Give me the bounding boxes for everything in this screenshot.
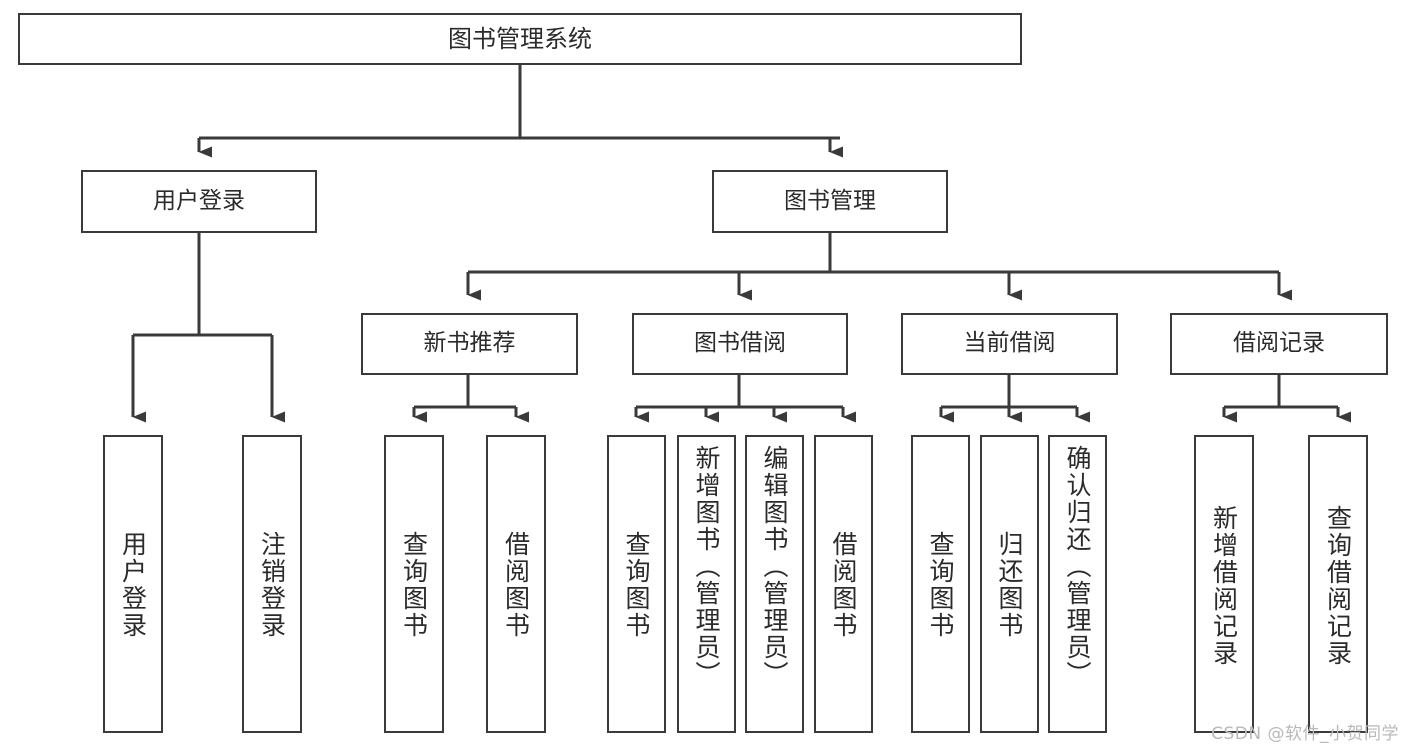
node-leaf-add-record-label: 新增借阅记录 [1209, 505, 1239, 667]
node-leaf-borrow-book-1-label: 借阅图书 [501, 531, 531, 639]
node-book-borrow-label: 图书借阅 [694, 330, 786, 357]
node-user-login-label: 用户登录 [153, 187, 245, 214]
node-leaf-add-book-label: 新增图书（管理员） [692, 445, 721, 688]
node-leaf-add-record[interactable]: 新增借阅记录 [1194, 435, 1254, 733]
node-leaf-query-record-label: 查询借阅记录 [1323, 505, 1353, 667]
node-leaf-user-login-label: 用户登录 [118, 531, 148, 639]
node-new-book-recommend-label: 新书推荐 [423, 330, 516, 357]
node-leaf-logout-login[interactable]: 注销登录 [242, 435, 302, 733]
csdn-watermark: CSDN @软件_小贺同学 [1211, 724, 1399, 744]
node-leaf-query-book-1[interactable]: 查询图书 [384, 435, 444, 733]
node-book-borrow[interactable]: 图书借阅 [632, 313, 848, 375]
node-book-manage-label: 图书管理 [784, 187, 876, 214]
node-leaf-borrow-book-2-label: 借阅图书 [829, 531, 858, 639]
node-new-book-recommend[interactable]: 新书推荐 [361, 313, 578, 375]
node-root-label: 图书管理系统 [448, 24, 592, 53]
node-leaf-edit-book[interactable]: 编辑图书（管理员） [745, 435, 804, 733]
node-borrow-record[interactable]: 借阅记录 [1170, 313, 1388, 375]
node-leaf-logout-login-label: 注销登录 [257, 531, 287, 639]
node-leaf-user-login[interactable]: 用户登录 [103, 435, 163, 733]
node-leaf-query-book-3-label: 查询图书 [926, 531, 955, 639]
node-leaf-confirm-return-label: 确认归还（管理员） [1063, 445, 1092, 688]
node-leaf-query-book-3[interactable]: 查询图书 [911, 435, 970, 733]
node-leaf-return-book-label: 归还图书 [995, 531, 1024, 639]
node-current-borrow[interactable]: 当前借阅 [901, 313, 1118, 375]
node-borrow-record-label: 借阅记录 [1233, 330, 1325, 357]
node-leaf-query-book-2[interactable]: 查询图书 [607, 435, 666, 733]
node-user-login[interactable]: 用户登录 [81, 170, 317, 233]
node-leaf-confirm-return[interactable]: 确认归还（管理员） [1048, 435, 1107, 733]
node-root[interactable]: 图书管理系统 [18, 13, 1022, 65]
node-current-borrow-label: 当前借阅 [963, 330, 1056, 357]
node-leaf-edit-book-label: 编辑图书（管理员） [760, 445, 789, 688]
node-leaf-add-book[interactable]: 新增图书（管理员） [677, 435, 736, 733]
node-book-manage[interactable]: 图书管理 [712, 170, 948, 233]
node-leaf-query-book-2-label: 查询图书 [622, 531, 651, 639]
node-leaf-return-book[interactable]: 归还图书 [980, 435, 1039, 733]
node-leaf-borrow-book-1[interactable]: 借阅图书 [486, 435, 546, 733]
node-leaf-query-book-1-label: 查询图书 [399, 531, 429, 639]
node-leaf-query-record[interactable]: 查询借阅记录 [1308, 435, 1368, 733]
node-leaf-borrow-book-2[interactable]: 借阅图书 [814, 435, 873, 733]
